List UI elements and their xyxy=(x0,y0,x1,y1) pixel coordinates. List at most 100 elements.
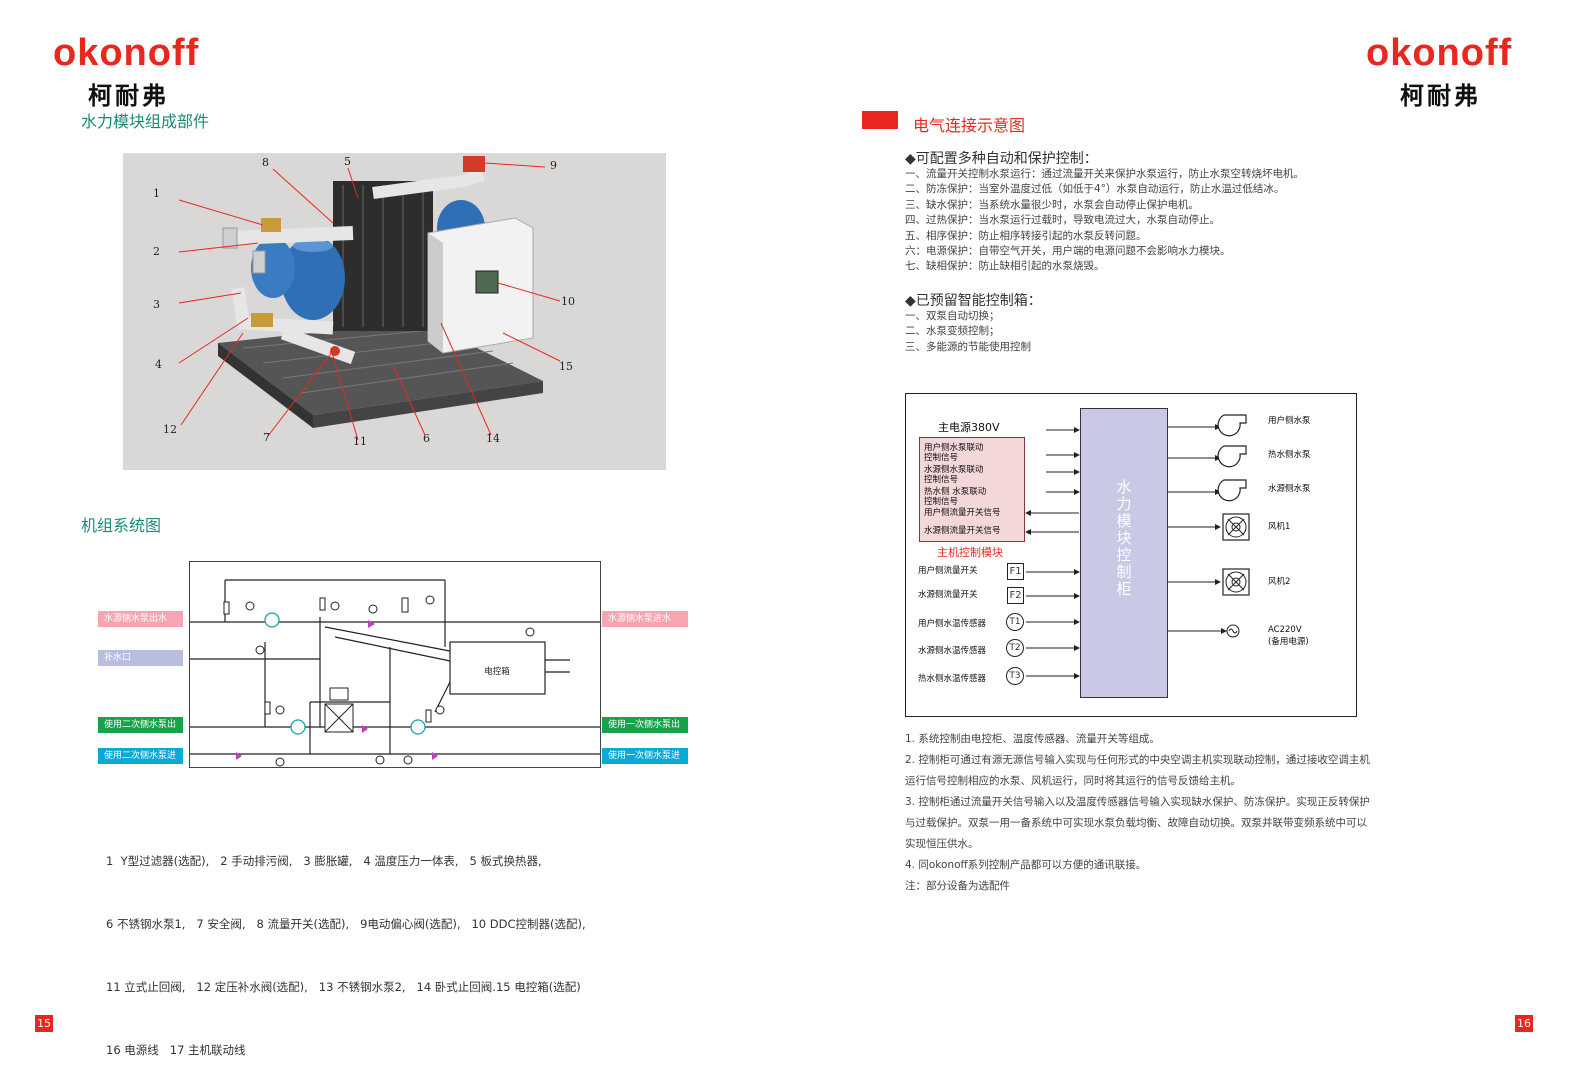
page-number-left: 15 xyxy=(35,1015,53,1032)
piping-schematic: 电控箱 xyxy=(190,579,600,767)
note-line: 1. 系统控制由电控柜、温度传感器、流量开关等组成。 xyxy=(905,733,1160,745)
callout-14: 14 xyxy=(486,432,500,445)
legend-line: 1 Y型过滤器(选配), 2 手动排污阀, 3 膨胀罐, 4 温度压力一体表, … xyxy=(106,854,542,868)
brand-name-right: 柯耐弗 xyxy=(1400,82,1481,110)
output-fan-2: 风机2 xyxy=(1268,577,1291,587)
hydraulic-module-illustration xyxy=(178,156,561,441)
signal-source-flow-switch: 水源侧流量开关信号 xyxy=(924,526,1001,536)
legend-line: 6 不锈钢水泵1, 7 安全阀, 8 流量开关(选配), 9电动偏心阀(选配),… xyxy=(106,917,586,931)
smart-box-list-heading: ◆已预留智能控制箱： xyxy=(905,293,1042,309)
tag-left-makeup-water: 补水口 xyxy=(98,650,183,666)
wiring-lines xyxy=(1025,414,1250,679)
system-notes: 1. 系统控制由电控柜、温度传感器、流量开关等组成。 2. 控制柜可通过有源无源… xyxy=(905,729,1370,897)
note-line: 与过载保护。双泵一用一备系统中可实现水泵负载均衡、故障自动切换。双泵并联带变频系… xyxy=(905,817,1367,829)
callout-5: 5 xyxy=(344,155,351,168)
temp-sensor-t2: T2 xyxy=(1006,639,1024,657)
callout-11: 11 xyxy=(353,435,367,448)
control-box-label: 电控箱 xyxy=(484,666,510,677)
section-title-electrical: 电气连接示意图 xyxy=(913,116,1026,135)
tag-left-secondary-in: 使用二次侧水泵进水 xyxy=(98,748,183,777)
expansion-tank-1 xyxy=(281,236,345,320)
tag-right-primary-out: 使用一次侧水泵出水 xyxy=(602,717,688,746)
protection-list: 一、流量开关控制水泵运行：通过流量开关来保护水泵运行，防止水泵空转烧坏电机。 二… xyxy=(905,167,1304,275)
callout-4: 4 xyxy=(155,358,162,371)
main-power-label: 主电源380V xyxy=(938,421,1000,434)
temp-sensor-t3: T3 xyxy=(1006,667,1024,685)
callout-10: 10 xyxy=(561,295,575,308)
ac-power-icon xyxy=(1226,624,1240,638)
valve-2 xyxy=(251,313,273,327)
host-signal-box: 用户侧水泵联动 控制信号 水源侧水泵联动 控制信号 热水侧 水泵联动 控制信号 … xyxy=(919,437,1025,542)
signal-hot-water-pump: 热水侧 水泵联动 控制信号 xyxy=(924,487,987,507)
brand-logo-left: okonoff xyxy=(53,32,200,74)
flow-switch-f2: F2 xyxy=(1007,587,1024,604)
section-title-components: 水力模块组成部件 xyxy=(81,112,210,131)
callout-8: 8 xyxy=(262,156,269,169)
input-label-t1: 用户侧水温传感器 xyxy=(918,619,987,629)
list-item: 七、缺相保护：防止缺相引起的水泵烧毁。 xyxy=(905,260,1105,273)
callout-1: 1 xyxy=(153,187,160,200)
pump-symbol-2 xyxy=(290,719,306,735)
control-cabinet-label: 水力模块控制柜 xyxy=(1116,478,1132,598)
list-item: 五、相序保护：防止相序转接引起的水泵反转问题。 xyxy=(905,229,1147,242)
note-line: 注：部分设备为选配件 xyxy=(905,880,1010,892)
control-cabinet: 水力模块控制柜 xyxy=(1080,408,1168,698)
pump-icon-hot-water xyxy=(1217,445,1247,468)
title-accent-bar xyxy=(862,111,898,129)
host-module-label: 主机控制模块 xyxy=(937,546,1003,559)
tag-left-source-out: 水源侧水泵出水 xyxy=(98,611,183,627)
callout-7: 7 xyxy=(263,431,270,444)
signal-user-pump: 用户侧水泵联动 控制信号 xyxy=(924,443,984,463)
smart-box-list: 一、双泵自动切换； 二、水泵变频控制； 三、多能源的节能使用控制 xyxy=(905,309,1031,355)
control-box-node xyxy=(449,641,546,695)
brand-logo-right: okonoff xyxy=(1366,32,1513,74)
callout-3: 3 xyxy=(153,298,160,311)
list-item: 二、水泵变频控制； xyxy=(905,325,1000,338)
list-item: 六：电源保护：自带空气开关，用户端的电源问题不会影响水力模块。 xyxy=(905,245,1231,258)
tag-left-secondary-out: 使用二次侧水泵出水 xyxy=(98,717,183,746)
callout-9: 9 xyxy=(550,159,557,172)
note-line: 4. 同okonoff系列控制产品都可以方便的通讯联接。 xyxy=(905,859,1147,871)
list-item: 一、双泵自动切换； xyxy=(905,310,1000,322)
output-user-pump: 用户侧水泵 xyxy=(1268,416,1311,426)
list-item: 二、防冻保护：当室外温度过低（如低于4°）水泵自动运行，防止水温过低结冰。 xyxy=(905,183,1285,196)
note-line: 3. 控制柜通过流量开关信号输入以及温度传感器信号输入实现缺水保护、防冻保护。实… xyxy=(905,796,1370,808)
note-line: 运行信号控制相应的水泵、风机运行，同时将其运行的信号反馈给主机。 xyxy=(905,775,1241,787)
valve-1 xyxy=(261,218,281,232)
protection-list-heading: ◆可配置多种自动和保护控制： xyxy=(905,151,1098,167)
note-line: 2. 控制柜可通过有源无源信号输入实现与任何形式的中央空调主机实现联动控制，通过… xyxy=(905,754,1370,766)
ddc-controller-screen xyxy=(475,270,499,294)
tag-right-primary-in: 使用一次侧水泵进水 xyxy=(602,748,688,777)
list-item: 一、流量开关控制水泵运行：通过流量开关来保护水泵运行，防止水泵空转烧坏电机。 xyxy=(905,168,1304,180)
tag-right-source-in: 水源侧水泵进水 xyxy=(602,611,688,627)
callout-6: 6 xyxy=(423,432,430,445)
page-number-right: 16 xyxy=(1515,1015,1533,1032)
ac-power-label: AC220V xyxy=(1268,625,1302,635)
list-item: 三、多能源的节能使用控制 xyxy=(905,340,1031,353)
callout-2: 2 xyxy=(153,245,160,258)
note-line: 实现恒压供水。 xyxy=(905,838,979,850)
pump-icon-user xyxy=(1217,414,1247,437)
output-hot-water-pump: 热水侧水泵 xyxy=(1268,450,1311,460)
output-fan-1: 风机1 xyxy=(1268,522,1291,532)
ac-power-sublabel: (备用电源) xyxy=(1268,637,1309,647)
flow-switch-f1: F1 xyxy=(1007,563,1024,580)
legend-line: 11 立式止回阀, 12 定压补水阀(选配), 13 不锈钢水泵2, 14 卧式… xyxy=(106,980,581,994)
signal-user-flow-switch: 用户侧流量开关信号 xyxy=(924,508,1001,518)
temp-sensor-t1: T1 xyxy=(1006,613,1024,631)
system-schematic: 电控箱 xyxy=(189,561,601,768)
callout-15: 15 xyxy=(559,360,573,373)
input-label-f2: 水源侧流量开关 xyxy=(918,590,978,600)
list-item: 三、缺水保护：当系统水量很少时，水泵会自动停止保护电机。 xyxy=(905,198,1199,211)
output-source-pump: 水源侧水泵 xyxy=(1268,484,1311,494)
legend-line: 16 电源线 17 主机联动线 xyxy=(106,1043,246,1057)
section-title-system-diagram: 机组系统图 xyxy=(81,516,162,535)
wiring-diagram: 主电源380V 用户侧水泵联动 控制信号 水源侧水泵联动 控制信号 热水侧 水泵… xyxy=(905,393,1357,717)
input-label-t2: 水源侧水温传感器 xyxy=(918,646,987,656)
components-legend: 1 Y型过滤器(选配), 2 手动排污阀, 3 膨胀罐, 4 温度压力一体表, … xyxy=(106,809,586,1082)
electric-valve xyxy=(463,156,485,172)
pump-symbol-1 xyxy=(264,612,280,628)
signal-source-pump: 水源侧水泵联动 控制信号 xyxy=(924,465,984,485)
list-item: 四、过热保护：当水泵运行过载时，导致电流过大，水泵自动停止。 xyxy=(905,214,1220,227)
callout-12: 12 xyxy=(163,423,177,436)
